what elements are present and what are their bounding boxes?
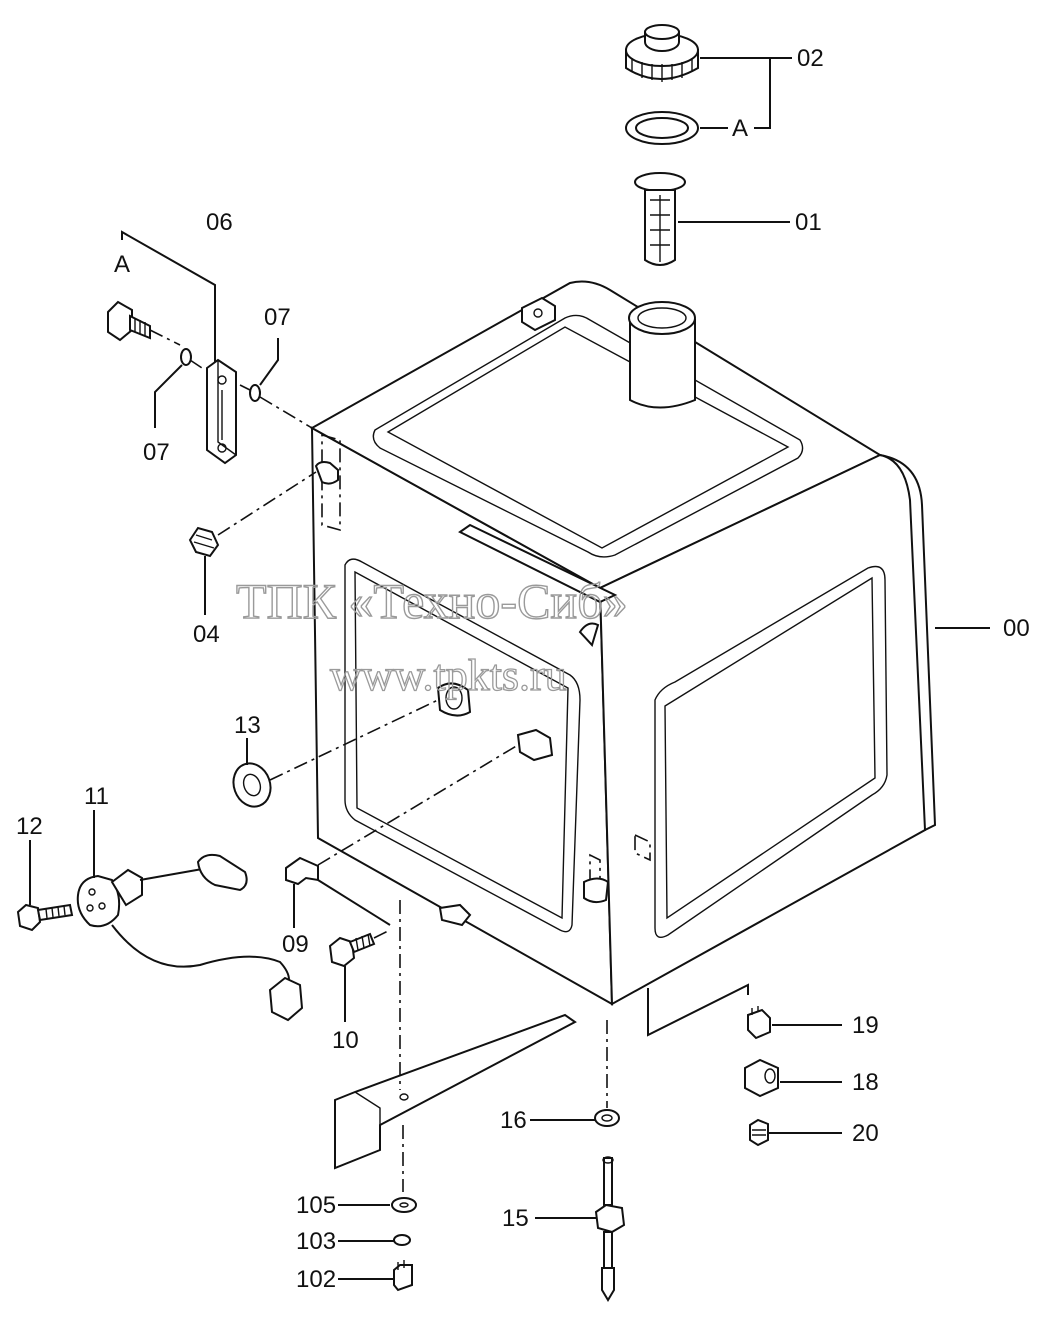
- drain-cock-15: [594, 1156, 626, 1302]
- label-103: 103: [296, 1228, 336, 1255]
- label-18: 18: [852, 1069, 879, 1096]
- label-06: 06: [206, 209, 233, 236]
- label-102: 102: [296, 1266, 336, 1293]
- bracket-06: [206, 358, 237, 465]
- label-04: 04: [193, 621, 220, 648]
- label-16: 16: [500, 1107, 527, 1134]
- label-a-left: A: [114, 251, 130, 278]
- fitting-19: [747, 1006, 771, 1040]
- watermark-url: www.tpkts.ru: [330, 651, 567, 700]
- washer-07-right: [249, 384, 261, 402]
- gasket-a: [625, 111, 699, 145]
- label-01: 01: [795, 209, 822, 236]
- clamp-18: [744, 1058, 779, 1098]
- label-20: 20: [852, 1120, 879, 1147]
- label-19: 19: [852, 1012, 879, 1039]
- label-15: 15: [502, 1205, 529, 1232]
- clip-09: [285, 856, 319, 886]
- washer-16: [594, 1109, 620, 1127]
- plug-20: [749, 1118, 769, 1147]
- washer-105: [391, 1197, 417, 1213]
- label-09: 09: [282, 931, 309, 958]
- label-07-right: 07: [264, 304, 291, 331]
- bolt-102: [393, 1260, 413, 1292]
- label-07-left: 07: [143, 439, 170, 466]
- fuel-tank-body: [309, 280, 937, 1006]
- bolt-10: [328, 932, 376, 968]
- filler-cap-02: [625, 24, 699, 82]
- spring-washer-103: [393, 1234, 411, 1246]
- label-11: 11: [84, 783, 109, 810]
- label-105: 105: [296, 1192, 336, 1219]
- plug-04: [188, 526, 220, 558]
- fuel-sender-11: [76, 853, 304, 1022]
- fuel-strainer-01: [634, 172, 686, 266]
- bolt-12: [16, 903, 74, 932]
- mounting-bracket: [334, 1013, 577, 1170]
- label-a-top: A: [732, 115, 748, 142]
- label-10: 10: [332, 1027, 359, 1054]
- gasket-13: [232, 762, 272, 808]
- bolt-a-left: [107, 300, 151, 342]
- label-00: 00: [1003, 615, 1030, 642]
- label-12: 12: [16, 813, 43, 840]
- label-02: 02: [797, 45, 824, 72]
- label-13: 13: [234, 712, 261, 739]
- filler-neck: [628, 301, 696, 409]
- watermark-company: ТПК «Техно-Сиб»: [236, 573, 628, 629]
- washer-07-left: [180, 348, 192, 366]
